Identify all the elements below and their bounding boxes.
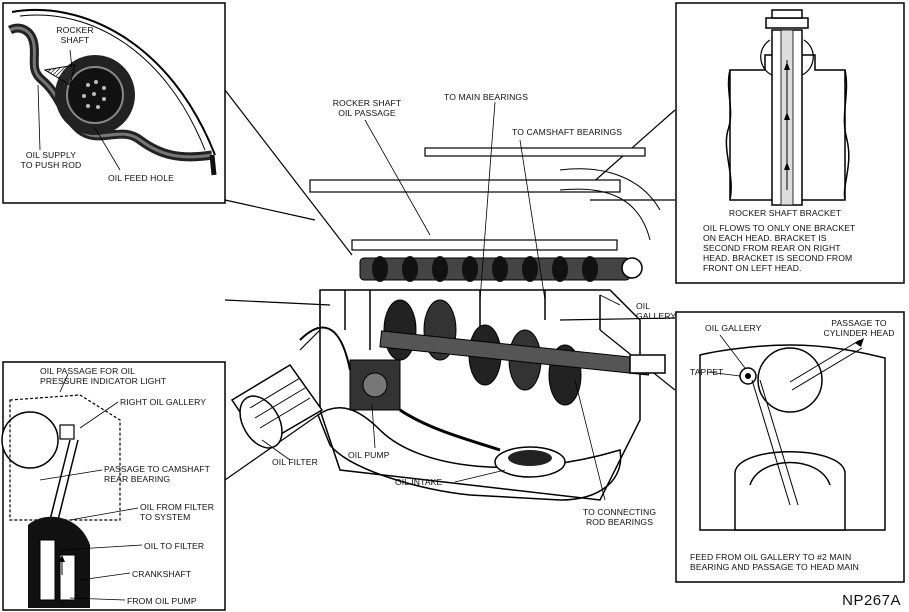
oil-filter-drawing (230, 363, 324, 449)
label-tappet: TAPPET (690, 367, 724, 377)
label-from-oil-pump: FROM OIL PUMP (127, 596, 197, 606)
rocker-shaft-inset (2, 2, 226, 204)
label-right-oil-gallery: RIGHT OIL GALLERY (120, 397, 207, 407)
engine-cutaway (230, 101, 666, 501)
label-rocker-shaft-oil-passage: ROCKER SHAFT OIL PASSAGE (332, 98, 402, 118)
oil-gallery-inset (675, 311, 905, 583)
label-oil-feed-hole: OIL FEED HOLE (108, 173, 174, 183)
bracket-note: OIL FLOWS TO ONLY ONE BRACKET ON EACH HE… (703, 223, 856, 273)
label-crankshaft: CRANKSHAFT (132, 569, 192, 579)
label-rocker-shaft-bracket: ROCKER SHAFT BRACKET (728, 208, 842, 218)
figure-code: NP267A (842, 592, 901, 609)
label-rocker-shaft: ROCKER SHAFT (56, 25, 94, 45)
label-oil-to-filter: OIL TO FILTER (144, 541, 205, 551)
label-to-connecting-rod: TO CONNECTING ROD BEARINGS (582, 507, 657, 527)
label-passage-camshaft-rear: PASSAGE TO CAMSHAFT REAR BEARING (104, 464, 211, 484)
label-oil-filter: OIL FILTER (272, 457, 318, 467)
label-to-main-bearings: TO MAIN BEARINGS (444, 92, 529, 102)
block-section-inset (1, 361, 226, 611)
oil-pump-drawing (349, 359, 401, 411)
feed-note: FEED FROM OIL GALLERY TO #2 MAIN BEARING… (690, 552, 859, 572)
label-to-camshaft-bearings: TO CAMSHAFT BEARINGS (512, 127, 623, 137)
label-oil-intake: OIL INTAKE (395, 477, 443, 487)
label-passage-to-cylinder-head: PASSAGE TO CYLINDER HEAD (823, 318, 895, 338)
label-oil-supply-push-rod: OIL SUPPLY TO PUSH ROD (20, 150, 82, 170)
label-oil-passage-indicator: OIL PASSAGE FOR OIL PRESSURE INDICATOR L… (40, 366, 167, 386)
label-oil-gallery-inset: OIL GALLERY (705, 323, 762, 333)
label-oil-pump: OIL PUMP (348, 450, 390, 460)
rocker-bracket-inset (675, 2, 905, 284)
label-oil-from-filter: OIL FROM FILTER TO SYSTEM (140, 502, 215, 522)
label-oil-gallery: OIL GALLERY (636, 301, 677, 321)
crankshaft-drawing (379, 299, 666, 406)
